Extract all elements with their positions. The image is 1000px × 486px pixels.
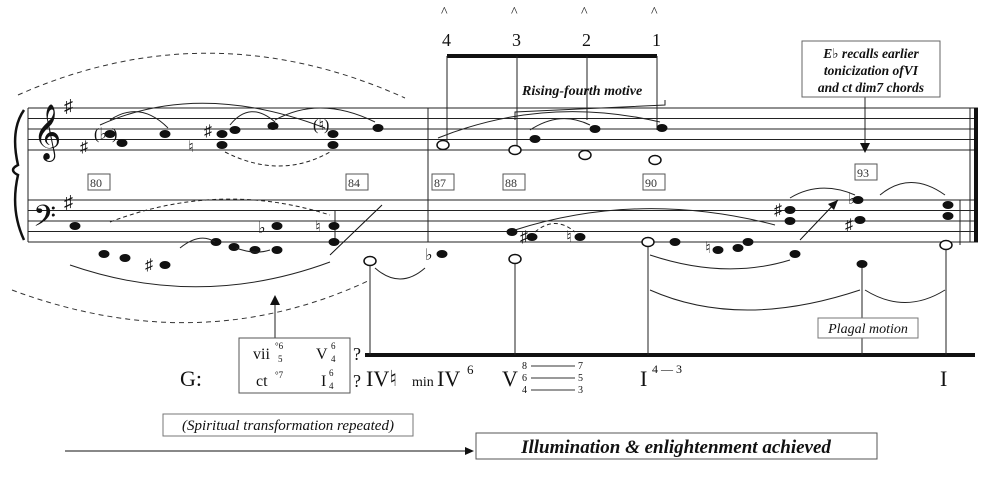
motive-label: Rising-fourth motive: [521, 84, 642, 99]
caret: ^: [651, 5, 658, 20]
key-signature-sharp: ♯: [64, 96, 73, 116]
plagal-label: Plagal motion: [827, 322, 908, 337]
rn-min-prefix: min: [412, 375, 434, 390]
brace: [11, 109, 26, 241]
svg-text:♯: ♯: [80, 139, 88, 156]
scale-degree-4: 4: [442, 30, 451, 50]
plagal-box: [817, 317, 919, 339]
rn-i-final: I: [940, 366, 947, 391]
rn-i-43: I: [640, 366, 647, 391]
annotation-line: tonicization ofVI: [824, 63, 919, 78]
annotation-line: and ct dim7 chords: [818, 80, 924, 95]
svg-text:): ): [112, 126, 117, 143]
measure-number: 88: [505, 176, 517, 190]
note-heads: [69, 122, 954, 269]
scale-degree-1: 1: [652, 30, 661, 50]
bass-staff: [28, 199, 978, 243]
figure: 4 — 3: [652, 362, 682, 376]
svg-text:♮: ♮: [705, 240, 711, 257]
measure-number: 87: [434, 176, 446, 190]
rn-iv-natural: IV♮: [366, 366, 397, 391]
svg-text:♯: ♯: [145, 257, 153, 274]
caret: ^: [441, 5, 448, 20]
spiritual-label: (Spiritual transformation repeated): [182, 418, 394, 434]
svg-text:♮: ♮: [188, 139, 194, 156]
chord-v: V: [316, 346, 328, 363]
chord-ct: ct: [256, 373, 268, 390]
figure: 5: [278, 354, 283, 364]
stems: [274, 56, 961, 355]
svg-text:♭: ♭: [848, 191, 856, 208]
chord-i: I: [321, 373, 326, 390]
figure: 7: [578, 361, 583, 372]
annotation-box: [801, 40, 941, 98]
question-mark: ?: [353, 371, 361, 391]
treble-staff: [28, 107, 978, 151]
illumination-box: [475, 432, 878, 460]
figure-lines: [531, 365, 575, 391]
bass-beam: [365, 353, 975, 357]
svg-text:♯: ♯: [774, 202, 782, 219]
chord-vii: vii: [253, 346, 270, 363]
annotation-line: E♭ recalls earlier: [822, 46, 919, 61]
treble-clef-icon: 𝄞: [33, 105, 61, 162]
caret: ^: [511, 5, 518, 20]
svg-text:♭: ♭: [258, 220, 266, 237]
accidentals: (♭) ♯ ♯ ♮ (♮) ♯ ♭ ♮ ♭ ♯ ♮ ♮ ♯ ♭ ♯: [80, 117, 856, 274]
svg-text:♮: ♮: [315, 219, 321, 236]
chord-box: [238, 337, 351, 394]
svg-text:♯: ♯: [204, 123, 212, 140]
bass-clef-icon: 𝄢: [33, 200, 56, 240]
figure: 3: [578, 385, 583, 396]
rn-v: V: [502, 366, 518, 391]
final-barline-thick: [974, 108, 978, 242]
dashed-slur-top: [17, 52, 406, 99]
measure-number: 80: [90, 176, 102, 190]
figure: °6: [275, 341, 284, 351]
measure-number: 84: [348, 176, 360, 190]
svg-text:♯: ♯: [520, 229, 528, 246]
measure-number: 93: [857, 166, 869, 180]
dashed-slur-bottom: [11, 279, 371, 324]
figure: 4: [522, 385, 527, 396]
key-label: G:: [180, 366, 202, 391]
illumination-label: Illumination & enlightenment achieved: [520, 437, 831, 458]
figure: 6: [329, 368, 334, 378]
arrow-up-icon: [270, 295, 280, 305]
figure: 4: [329, 381, 334, 391]
arrow-down-icon: [860, 143, 870, 153]
figure: 4: [331, 354, 336, 364]
svg-text:(♮): (♮): [313, 117, 329, 134]
key-signature-sharp: ♯: [64, 192, 73, 212]
figure: 8: [522, 361, 527, 372]
scale-degree-3: 3: [512, 30, 521, 50]
figure: °7: [275, 370, 284, 380]
arrow-icon: [828, 200, 838, 210]
svg-text:♮: ♮: [566, 229, 572, 246]
slurs: [69, 100, 946, 311]
diagonal-line: [329, 204, 383, 256]
rn-min-iv: IV: [437, 366, 460, 391]
arrow-right-icon: [465, 447, 474, 455]
scale-degrees: ^ 4 ^ 3 ^ 2 ^ 1: [441, 5, 661, 50]
figure: 5: [578, 373, 583, 384]
measure-numbers: [87, 163, 878, 191]
svg-text:♯: ♯: [845, 217, 853, 234]
measure-number: 90: [645, 176, 657, 190]
question-mark: ?: [353, 344, 361, 364]
svg-text:(♭: (♭: [94, 126, 107, 143]
svg-text:♭: ♭: [425, 247, 433, 264]
spiritual-box: [162, 413, 414, 437]
scale-degree-2: 2: [582, 30, 591, 50]
figure: 6: [331, 341, 336, 351]
urlinie-beam: [447, 54, 657, 58]
half-notes: [363, 139, 953, 267]
caret: ^: [581, 5, 588, 20]
figure: 6: [522, 373, 527, 384]
figure: 6: [467, 362, 474, 377]
